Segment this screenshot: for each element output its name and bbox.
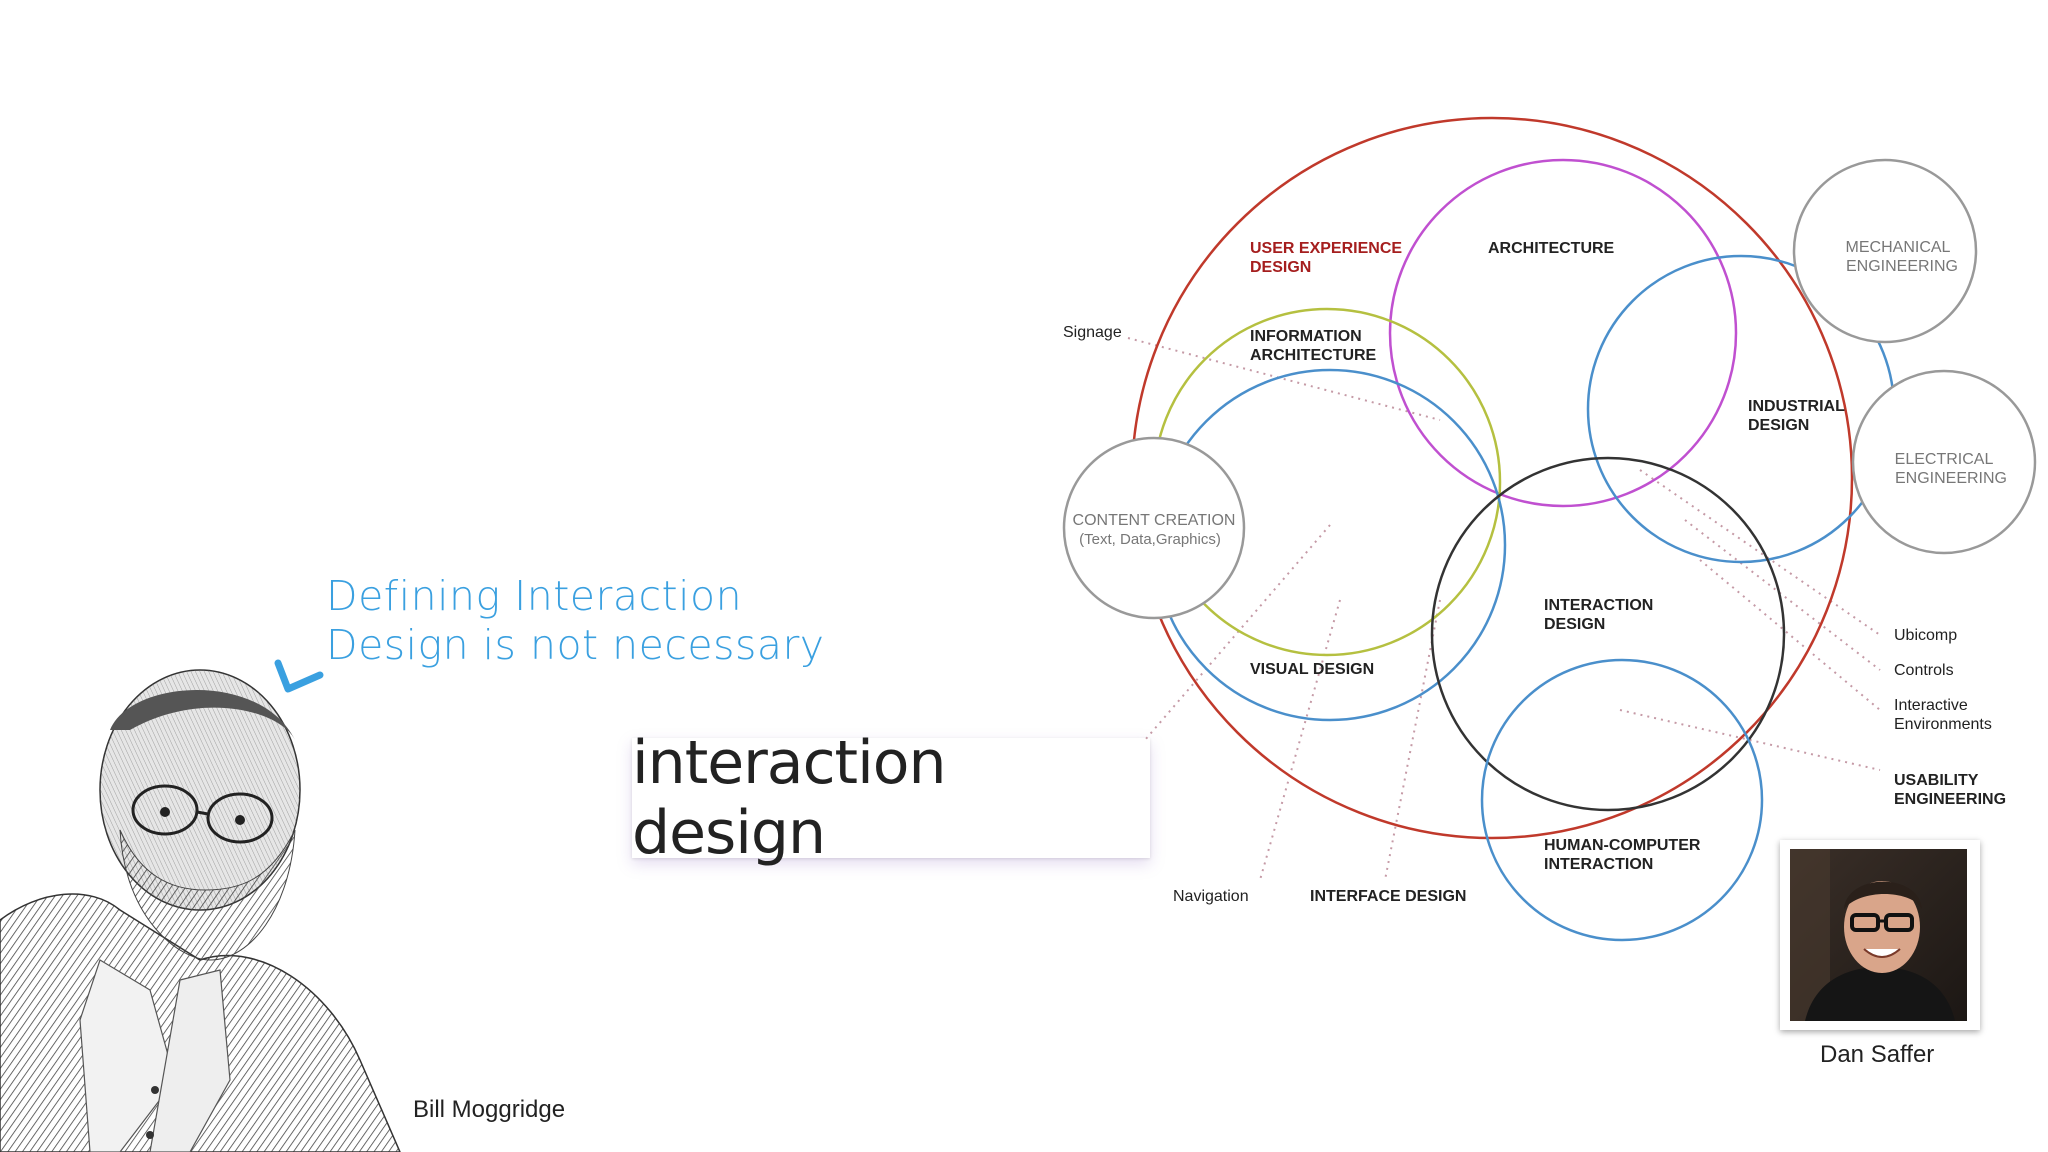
- label-mechanical-2: ENGINEERING: [1846, 258, 1958, 275]
- bill-moggridge-portrait: [0, 669, 401, 1152]
- quote-line-2: Design is not necessary: [326, 621, 825, 669]
- speech-pointer-icon: [274, 659, 324, 693]
- label-hci-1: HUMAN-COMPUTER: [1544, 837, 1701, 854]
- dan-saffer-caption: Dan Saffer: [1820, 1041, 1935, 1068]
- label-mechanical-1: MECHANICAL: [1846, 239, 1951, 256]
- label-visual: VISUAL DESIGN: [1250, 661, 1374, 678]
- label-electrical-1: ELECTRICAL: [1895, 451, 1994, 468]
- label-hci-2: INTERACTION: [1544, 856, 1653, 873]
- label-controls: Controls: [1894, 662, 1954, 679]
- quote-line-1: Defining Interaction: [326, 572, 743, 620]
- label-architecture: ARCHITECTURE: [1488, 240, 1615, 257]
- label-electrical-2: ENGINEERING: [1895, 470, 2007, 487]
- circle-architecture: [1388, 158, 1738, 508]
- label-ux-2: DESIGN: [1250, 259, 1311, 276]
- label-ux-1: USER EXPERIENCE: [1250, 240, 1402, 257]
- bill-moggridge-caption: Bill Moggridge: [413, 1096, 566, 1123]
- label-industrial-2: DESIGN: [1748, 417, 1809, 434]
- label-ixd-1: INTERACTION: [1544, 597, 1653, 614]
- label-interactive-2: Environments: [1894, 716, 1992, 733]
- label-ia-1: INFORMATION: [1250, 328, 1362, 345]
- label-ia-2: ARCHITECTURE: [1250, 347, 1377, 364]
- label-content-2: (Text, Data,Graphics): [1079, 531, 1221, 548]
- circle-interaction-design: [1430, 456, 1786, 812]
- label-interface-design: INTERFACE DESIGN: [1310, 888, 1466, 905]
- label-industrial-1: INDUSTRIAL: [1748, 398, 1845, 415]
- circle-hci: [1480, 658, 1764, 942]
- label-interactive-1: Interactive: [1894, 697, 1968, 714]
- circle-content-creation: [1062, 436, 1246, 620]
- circle-electrical: [1851, 369, 2037, 555]
- label-ubicomp: Ubicomp: [1894, 627, 1957, 644]
- label-ixd-2: DESIGN: [1544, 616, 1605, 633]
- label-navigation: Navigation: [1173, 888, 1249, 905]
- title-card: interaction design: [632, 728, 1150, 868]
- title-card-text: interaction design: [632, 728, 947, 868]
- dan-saffer-portrait: [1790, 849, 1967, 1021]
- label-content-1: CONTENT CREATION: [1073, 512, 1236, 529]
- quote-text: Defining Interaction Design is not neces…: [326, 572, 825, 670]
- label-usability-1: USABILITY: [1894, 772, 1979, 789]
- label-signage: Signage: [1063, 324, 1122, 341]
- circle-mechanical: [1792, 158, 1978, 344]
- label-usability-2: ENGINEERING: [1894, 791, 2006, 808]
